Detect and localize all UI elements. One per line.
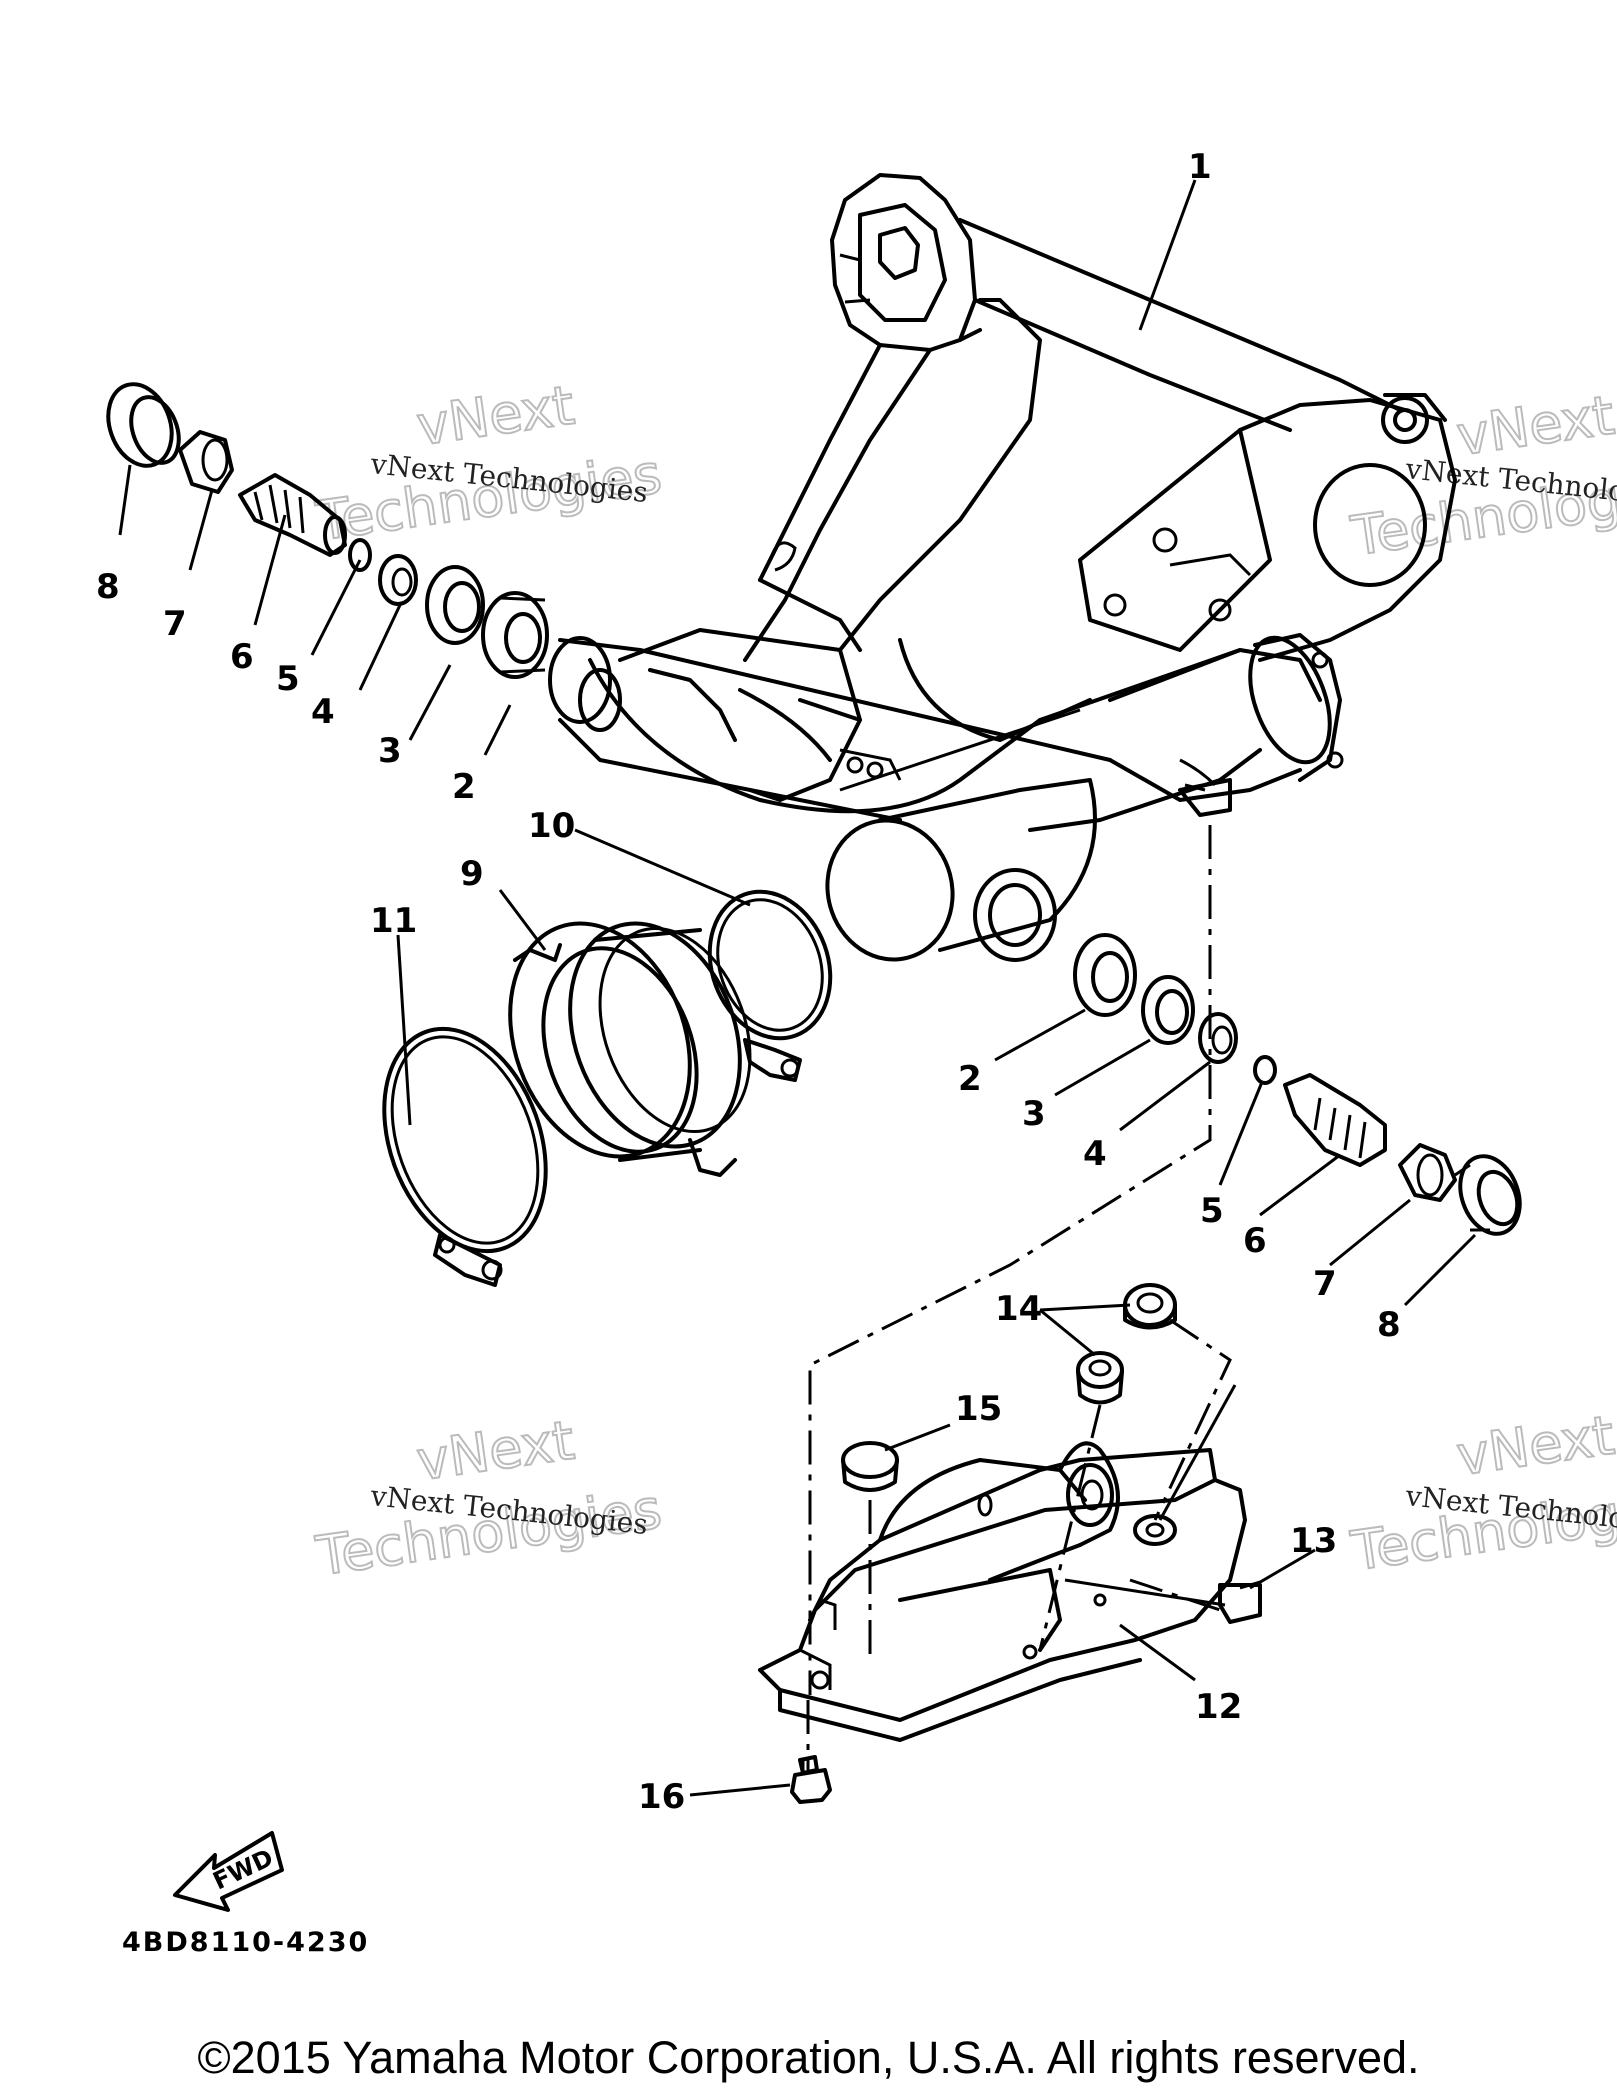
- watermark-group-top-right: vNext Technologies vNext Technologies: [1346, 383, 1617, 569]
- callout-7: 7: [163, 604, 187, 644]
- watermark-group-bottom-right: vNext Technologies vNext Technologies: [1346, 1403, 1617, 1584]
- watermark-group-top-left: vNext Technologies vNext Technologies: [311, 373, 666, 554]
- right-pivot-parts: [1073, 933, 1522, 1236]
- callout-2: 2: [452, 767, 476, 807]
- fwd-arrow-icon: FWD: [173, 1831, 284, 1912]
- callout-3: 3: [378, 731, 402, 771]
- callout-1: 1: [1188, 147, 1212, 187]
- watermark-brand: vNext: [413, 374, 578, 458]
- watermark-group-bottom-left: vNext Technologies vNext Technologies: [311, 1408, 666, 1589]
- watermark-brand: vNext: [1453, 384, 1617, 468]
- drawing-code: 4BD8110-4230: [122, 1927, 369, 1958]
- callout-12: 12: [1195, 1687, 1242, 1727]
- callout-5-right: 5: [1200, 1191, 1224, 1231]
- callout-numbers: 1 2 3 4 5 6 7 8 9 10 11 2 3 4 5 6 7 8 12…: [96, 147, 1401, 1817]
- callout-13: 13: [1290, 1521, 1337, 1561]
- watermark-brand: vNext: [413, 1409, 578, 1493]
- left-pivot-parts: [106, 382, 549, 679]
- callout-8: 8: [96, 567, 120, 607]
- callout-11: 11: [370, 901, 417, 941]
- callout-4-right: 4: [1083, 1134, 1107, 1174]
- callout-15: 15: [955, 1389, 1002, 1429]
- guard-assembly: [758, 825, 1262, 1804]
- watermark-brand: vNext: [1453, 1404, 1617, 1488]
- callout-2-right: 2: [958, 1059, 982, 1099]
- copyright-notice: ©2015 Yamaha Motor Corporation, U.S.A. A…: [197, 2032, 1420, 2083]
- callout-4: 4: [311, 692, 335, 732]
- leader-lines: [118, 179, 1477, 1797]
- callout-14: 14: [995, 1289, 1042, 1329]
- callout-7-right: 7: [1313, 1264, 1337, 1304]
- callout-6-right: 6: [1243, 1221, 1267, 1261]
- callout-5: 5: [276, 659, 300, 699]
- swingarm-drawing: [548, 173, 1457, 962]
- callout-16: 16: [638, 1777, 685, 1817]
- callout-3-right: 3: [1022, 1094, 1046, 1134]
- callout-6: 6: [230, 637, 254, 677]
- callout-10: 10: [528, 806, 575, 846]
- boot-and-bands: [382, 889, 833, 1287]
- callout-9: 9: [460, 854, 484, 894]
- callout-8-right: 8: [1377, 1305, 1401, 1345]
